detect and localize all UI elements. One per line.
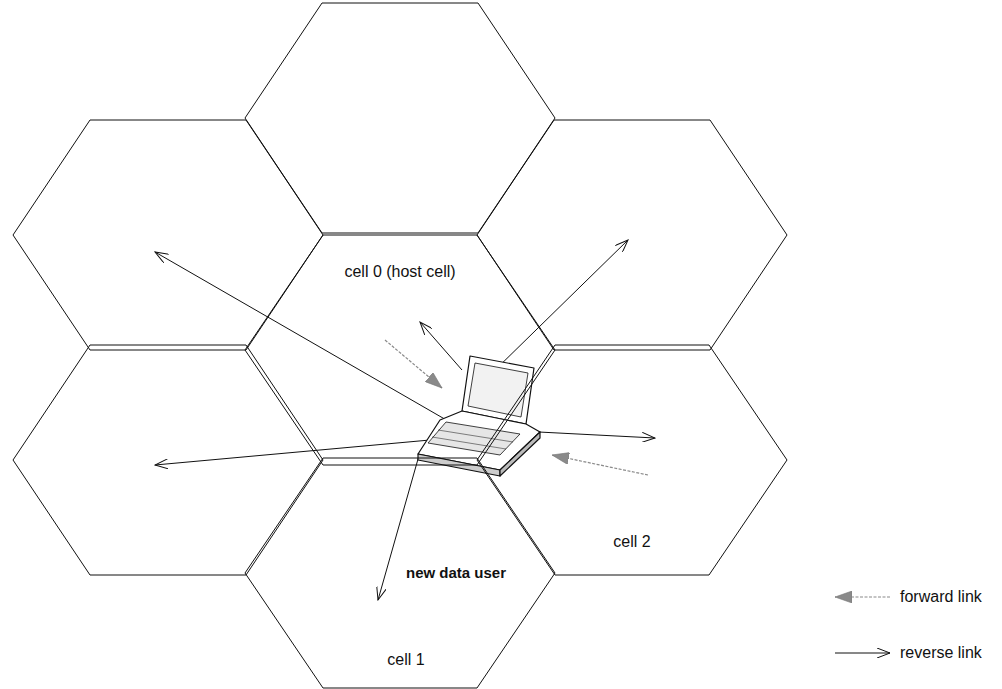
- legend-label: forward link: [900, 587, 982, 606]
- cell-hexagon: cell 0 (host cell): [245, 235, 555, 465]
- cell-hexagon: cell 2: [477, 345, 787, 575]
- reverse-link-arrow: [420, 322, 462, 370]
- cell-hexagon: [13, 120, 323, 350]
- reverse-link-arrow: [155, 440, 430, 465]
- legend-label: reverse link: [900, 643, 982, 662]
- forward-link-sample: [835, 596, 890, 597]
- forward-link-arrow: [552, 455, 648, 475]
- cell-hexagon: [477, 120, 787, 350]
- reverse-link-arrow: [490, 240, 628, 375]
- cell-hexagon: [245, 3, 555, 233]
- cell-label: cell 0 (host cell): [344, 262, 455, 281]
- reverse-link-sample: [835, 653, 890, 654]
- forward-link-arrow: [385, 340, 442, 388]
- cell-hexagon: cell 1: [245, 458, 555, 688]
- user-label: new data user: [406, 564, 506, 582]
- cell-label: cell 1: [387, 650, 424, 669]
- reverse-link-arrow: [155, 252, 455, 425]
- cell-hexagon: [13, 345, 323, 575]
- cell-label: cell 2: [613, 532, 650, 551]
